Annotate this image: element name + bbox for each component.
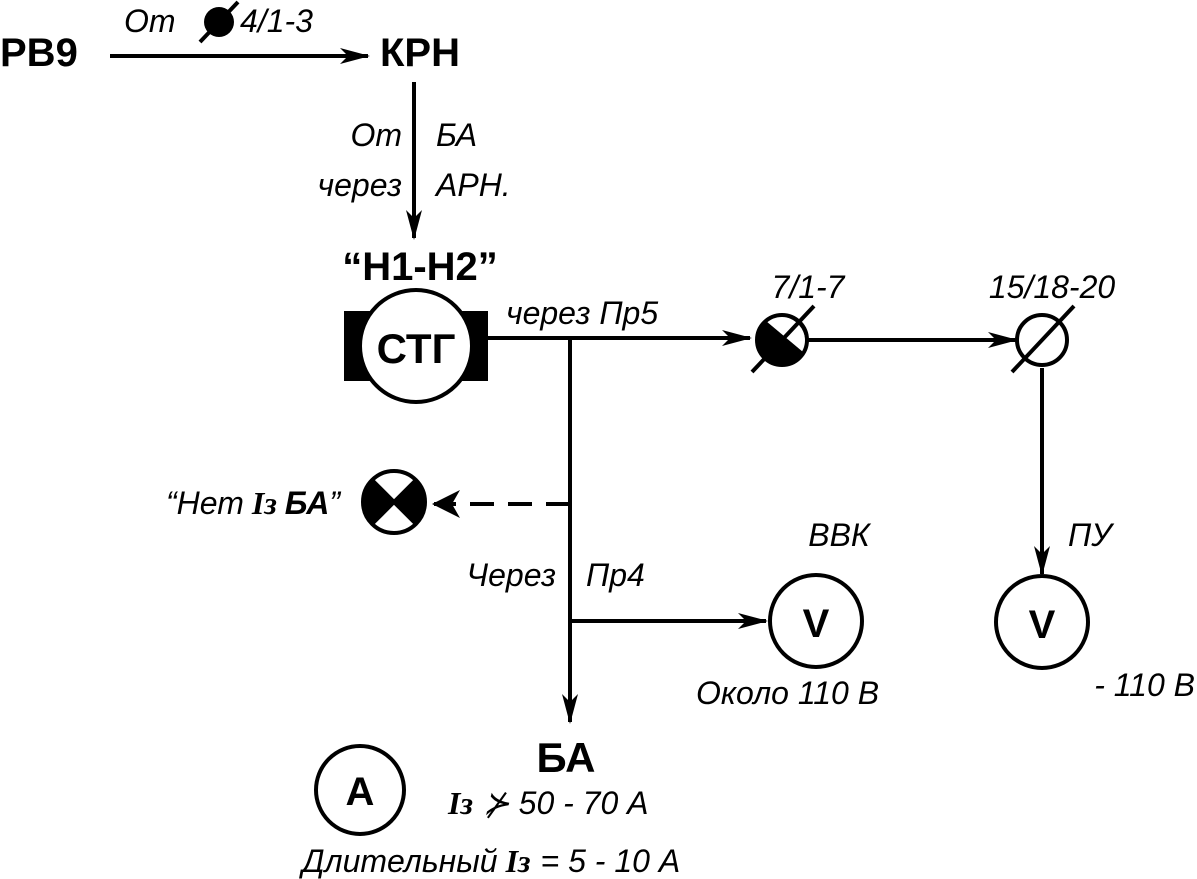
lamp-label-ba: БА (285, 485, 330, 521)
contact-4-1-3-icon (198, 0, 240, 44)
iz-max-symbol: Iз (447, 785, 473, 821)
voltmeter-vvk-icon (768, 573, 864, 669)
voltmeter-vvk-symbol: V (803, 602, 830, 646)
ba-label: БА (537, 734, 596, 781)
stg-label: СТГ (377, 325, 456, 372)
contact-15-label: 15/18-20 (989, 269, 1116, 305)
via-pr5-label: через Пр5 (506, 295, 658, 331)
via-arn-2: АРН. (434, 167, 511, 203)
voltmeter-pu-symbol: V (1029, 603, 1056, 647)
from-contact-suffix: 4/1-3 (240, 3, 313, 39)
iz-max-value: ⊁ 50 - 70 А (483, 785, 649, 821)
from-ba-1: От (350, 117, 402, 153)
minus-110-label: - 110 В (1094, 667, 1195, 703)
stg-generator-icon (344, 288, 488, 404)
pu-label: ПУ (1068, 517, 1115, 553)
ammeter-icon (314, 744, 406, 836)
dashed-arrowhead (432, 490, 460, 518)
via-arn-1: через (318, 167, 402, 203)
lamp-label-iz: Iз (251, 485, 277, 521)
signal-lamp-icon (361, 469, 427, 535)
long-iz-prefix: Длительный (299, 843, 498, 879)
contact-7-1-7-icon (750, 304, 816, 374)
vvk-label: ВВК (808, 517, 872, 553)
krn-label: КРН (380, 31, 460, 75)
lamp-label-open: “Нет (166, 485, 244, 521)
contact-15-18-20-icon (1010, 304, 1076, 374)
contact-7-label: 7/1-7 (772, 269, 846, 305)
ammeter-symbol: А (346, 770, 375, 814)
iz-max-label: Iз ⊁ 50 - 70 А (447, 785, 649, 821)
h1h2-label: “Н1-Н2” (342, 245, 498, 289)
from-contact-prefix: От (124, 3, 176, 39)
rv9-label: РВ9 (0, 31, 78, 75)
about-110-label: Около 110 В (696, 675, 879, 711)
long-iz-value: = 5 - 10 А (541, 843, 681, 879)
via-pr4-2: Пр4 (586, 557, 645, 593)
lamp-label-close: ” (329, 485, 341, 521)
voltmeter-pu-icon (994, 574, 1090, 670)
long-iz-symbol: Iз (505, 843, 531, 879)
from-ba-2: БА (436, 117, 477, 153)
via-pr4-1: Через (467, 557, 556, 593)
